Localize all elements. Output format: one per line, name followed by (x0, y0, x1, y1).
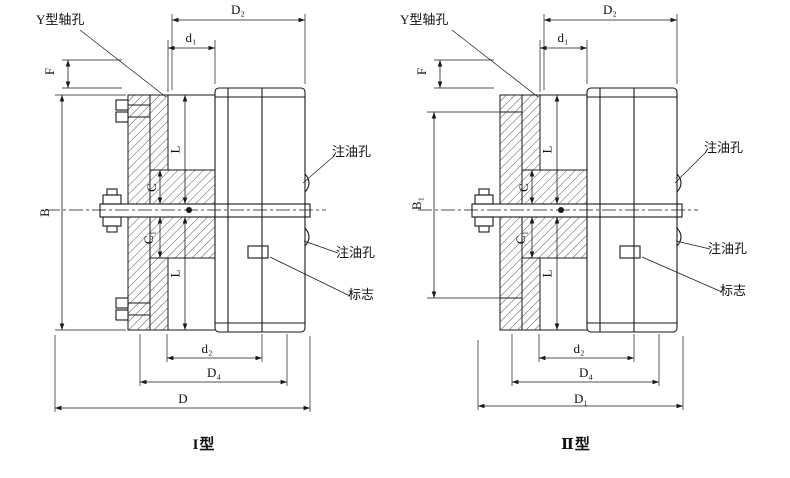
callout-shaft-hole-type2: Y型轴孔 (400, 12, 449, 27)
dim-label-L-bottom-type2: L (539, 269, 555, 278)
coupling-core-type1 (45, 87, 327, 333)
dim-label-L-top-type2: L (539, 145, 555, 154)
dim-label-L-bottom-type1: L (167, 269, 183, 278)
dim-label-D-type1: D (178, 391, 188, 406)
dim-label-d2-type2: d₂ (573, 341, 585, 356)
mark-leader (269, 256, 351, 297)
flange-bolts-bottom (115, 297, 150, 321)
mark-leader (641, 256, 723, 293)
figure-caption-type1: I型 (192, 437, 216, 453)
dim-label-d1-type1: d₁ (185, 30, 197, 45)
callout-shaft-hole-type1: Y型轴孔 (36, 12, 85, 27)
dim-label-D4-type2: D₄ (579, 365, 593, 380)
dim-label-C-type1: C (143, 183, 159, 192)
type2-extras (427, 29, 723, 410)
oil-top-leader (302, 155, 335, 184)
dim-label-F-type2: F (414, 67, 430, 76)
dim-label-B-type1: B (36, 208, 52, 217)
coupling-core-type2 (417, 87, 699, 333)
dim-label-D4-type1: D₄ (207, 365, 221, 380)
shaft-hole-leader (79, 29, 167, 98)
dim-label-C-type2: C (515, 183, 531, 192)
callout-oil-hole-top-type1: 注油孔 (332, 144, 372, 159)
dim-label-C1-type2: C₁ (513, 230, 529, 245)
dim-label-D2-type2: D₂ (603, 2, 617, 17)
dim-label-B1-type2: B₁ (409, 196, 425, 211)
callout-oil-hole-bottom-type1: 注油孔 (336, 245, 376, 260)
oil-bottom-leader (303, 240, 339, 254)
dim-label-L-top-type1: L (167, 145, 183, 154)
dim-label-d2-type1: d₂ (201, 341, 213, 356)
oil-top-leader (674, 151, 707, 184)
dim-label-d1-type2: d₁ (557, 30, 569, 45)
dim-label-D1-type2: D₁ (574, 391, 588, 406)
callout-mark-type2: 标志 (720, 283, 747, 298)
callout-oil-hole-top-type2: 注油孔 (704, 140, 744, 155)
oil-bottom-leader (675, 240, 711, 250)
callout-mark-type1: 标志 (348, 287, 375, 302)
dim-label-F-type1: F (42, 67, 58, 76)
flange-bolts-top (115, 99, 150, 123)
figure-caption-type2: Ⅱ型 (561, 437, 591, 453)
type1-extras (54, 29, 351, 412)
callout-oil-hole-bottom-type2: 注油孔 (708, 241, 748, 256)
dim-label-C1-type1: C₁ (141, 230, 157, 245)
dim-label-D2-type1: D₂ (231, 2, 245, 17)
shaft-hole-leader (451, 29, 539, 98)
